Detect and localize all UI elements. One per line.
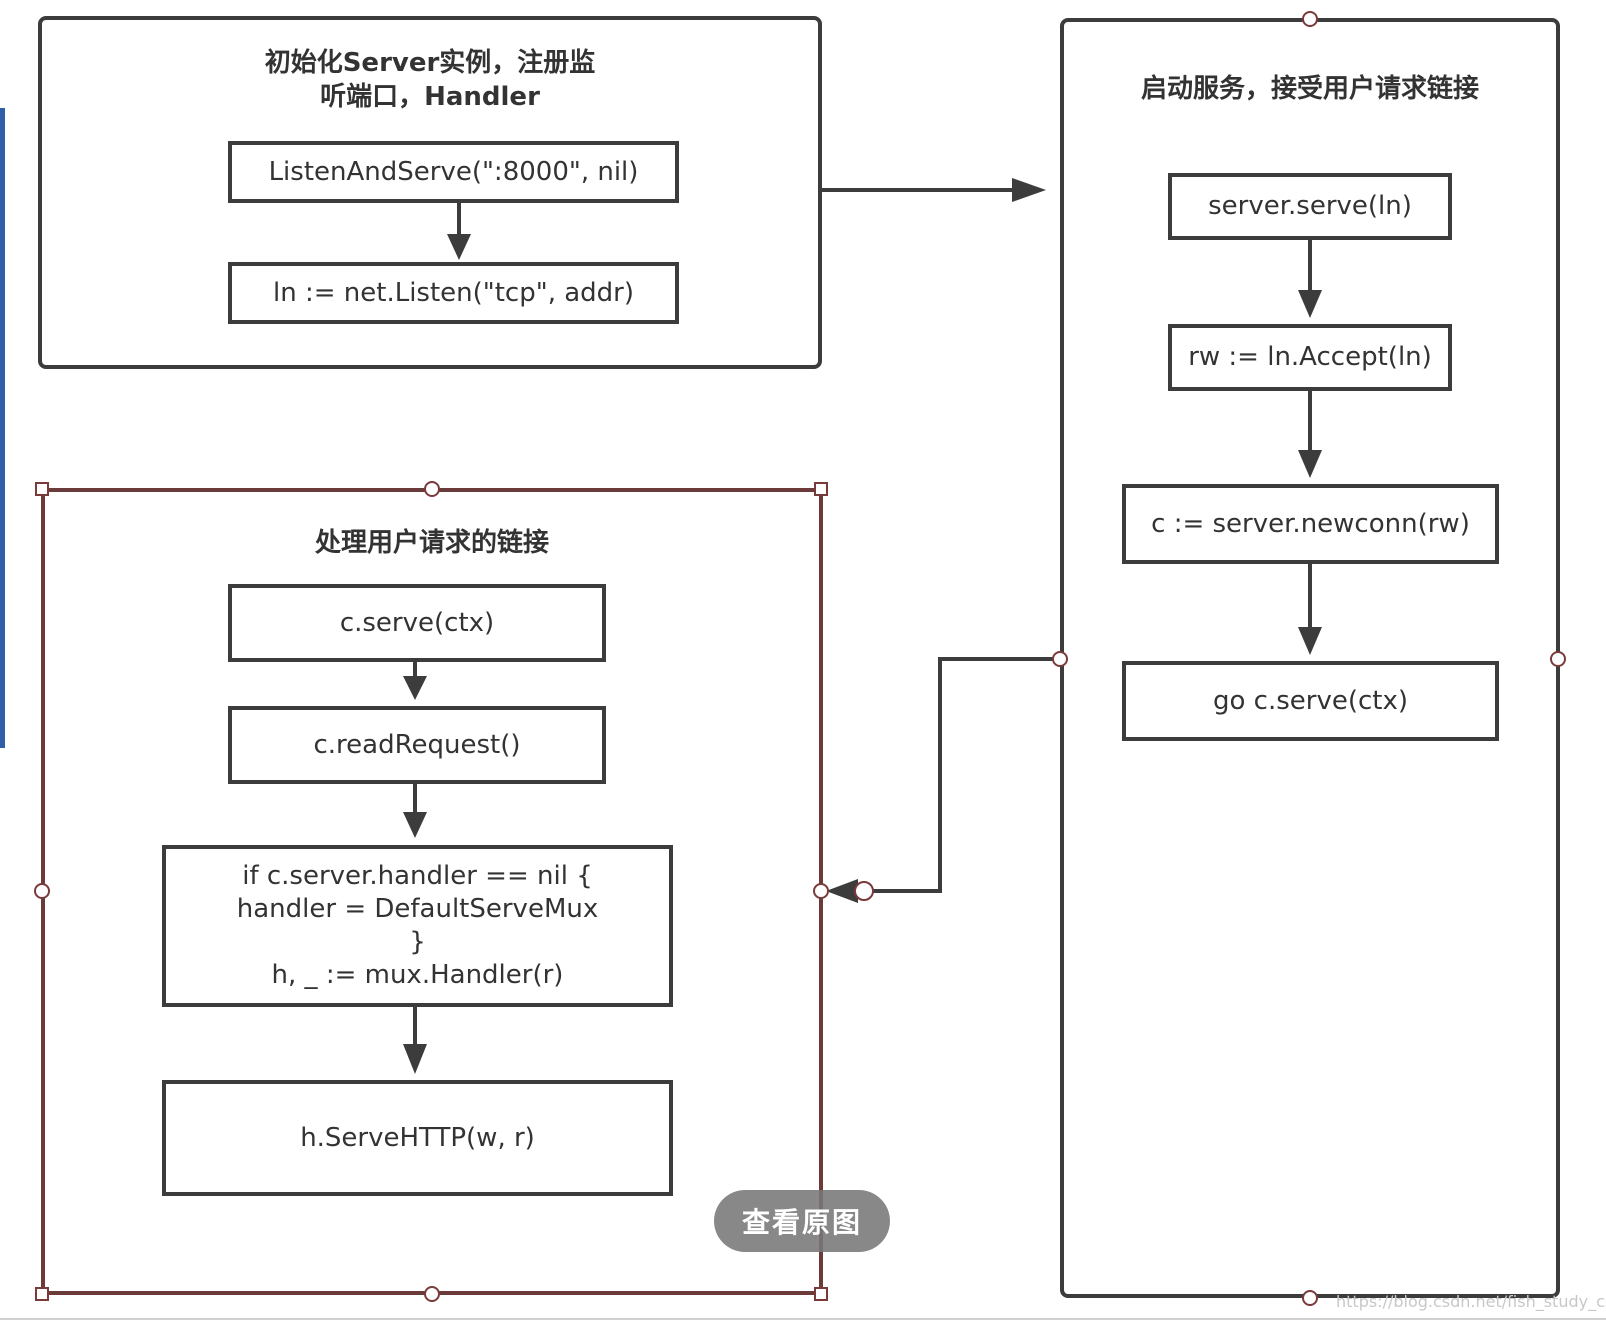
node-serve-http[interactable]: h.ServeHTTP(w, r) <box>162 1080 673 1196</box>
node-handler-select[interactable]: if c.server.handler == nil { handler = D… <box>162 845 673 1007</box>
node-listen-and-serve[interactable]: ListenAndServe(":8000", nil) <box>228 141 679 203</box>
watermark-text: https://blog.csdn.net/fish_study_csdn <box>1336 1292 1606 1311</box>
group-serve-title: 启动服务，接受用户请求链接 <box>1140 74 1479 104</box>
group-handle-title: 处理用户请求的链接 <box>314 528 549 558</box>
node-net-listen[interactable]: ln := net.Listen("tcp", addr) <box>228 262 679 324</box>
left-edge-strip <box>0 108 5 748</box>
node-newconn[interactable]: c := server.newconn(rw) <box>1122 484 1499 564</box>
view-original-button[interactable]: 查看原图 <box>714 1190 890 1252</box>
page-bottom-edge <box>0 1318 1606 1320</box>
node-server-serve[interactable]: server.serve(ln) <box>1168 173 1452 240</box>
node-accept[interactable]: rw := ln.Accept(ln) <box>1168 324 1452 391</box>
group-start-service[interactable]: 启动服务，接受用户请求链接 server.serve(ln) rw := ln.… <box>1060 18 1560 1298</box>
arrow-serve-to-handle <box>860 657 1060 893</box>
group-init-title: 初始化Server实例，注册监 听端口，Handler <box>264 48 596 112</box>
node-go-serve[interactable]: go c.serve(ctx) <box>1122 661 1499 741</box>
node-read-request[interactable]: c.readRequest() <box>228 706 606 784</box>
group-handle-request[interactable]: 处理用户请求的链接 c.serve(ctx) c.readRequest() i… <box>41 488 823 1295</box>
node-c-serve[interactable]: c.serve(ctx) <box>228 584 606 662</box>
group-init-server[interactable]: 初始化Server实例，注册监 听端口，Handler ListenAndSer… <box>38 16 822 369</box>
